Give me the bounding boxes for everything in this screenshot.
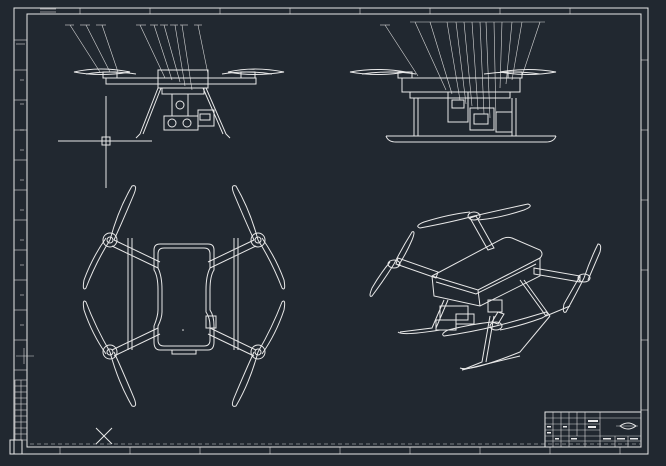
front-view[interactable] xyxy=(65,24,285,139)
crosshair-cursor xyxy=(58,96,152,188)
side-view[interactable] xyxy=(349,21,557,143)
cross-mark xyxy=(95,427,113,445)
ucs-icon xyxy=(16,348,34,364)
isometric-view[interactable] xyxy=(369,203,602,371)
top-view[interactable] xyxy=(82,185,286,407)
title-block[interactable] xyxy=(544,411,642,448)
drawing-frame xyxy=(9,7,649,455)
